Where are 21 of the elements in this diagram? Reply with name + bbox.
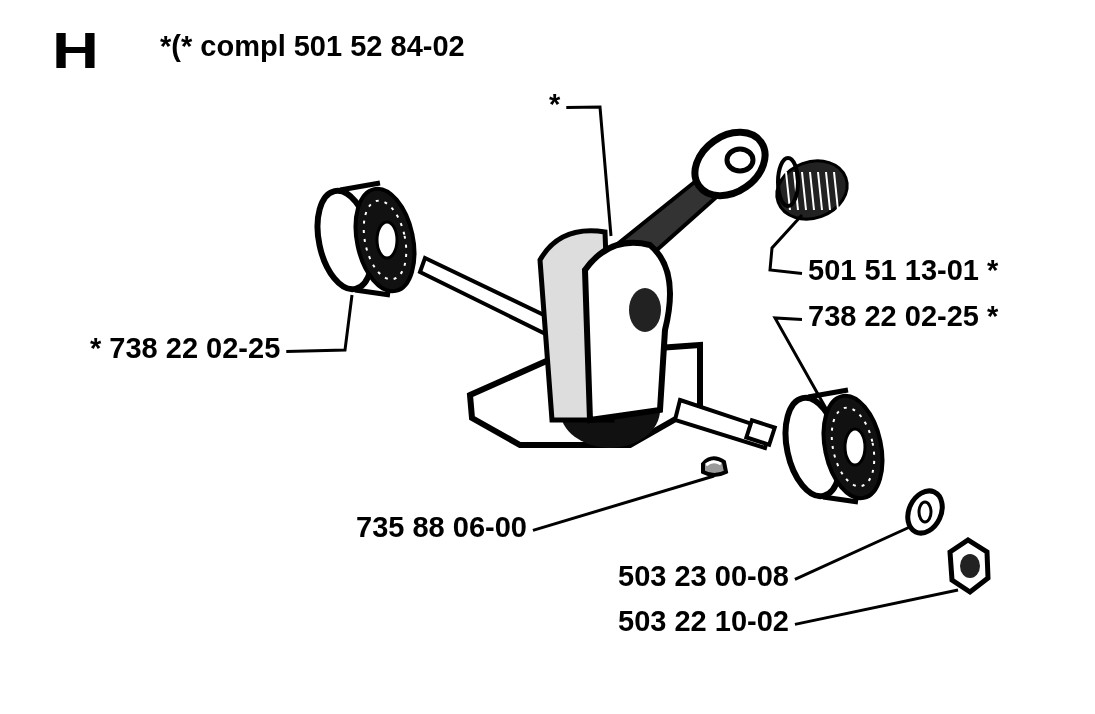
- washer-drawing: [905, 488, 945, 536]
- leader-line: [286, 294, 354, 353]
- leader-line: [566, 105, 613, 237]
- assembly-note: *(* compl 501 52 84-02: [160, 32, 465, 61]
- part-number: 503 22 10-02: [618, 607, 789, 636]
- section-letter: H: [52, 26, 99, 76]
- part-number: 735 88 06-00: [356, 513, 527, 542]
- part-number: 738 22 02-25 *: [808, 302, 999, 331]
- part-number: 501 51 13-01 *: [808, 256, 999, 285]
- part-number: * 738 22 02-25: [90, 334, 281, 363]
- leader-line: [768, 214, 804, 275]
- crankshaft-drawing: [417, 128, 778, 451]
- ball-bearing-drawing: [314, 180, 417, 298]
- key-drawing: [701, 456, 728, 477]
- nut-drawing: [947, 537, 991, 596]
- ball-bearing-drawing: [782, 387, 885, 505]
- part-number: 503 23 00-08: [618, 562, 789, 591]
- leader-line: [794, 588, 959, 626]
- needle-bearing-drawing: [775, 156, 849, 221]
- leader-line: [532, 474, 715, 532]
- part-number: *: [549, 90, 561, 119]
